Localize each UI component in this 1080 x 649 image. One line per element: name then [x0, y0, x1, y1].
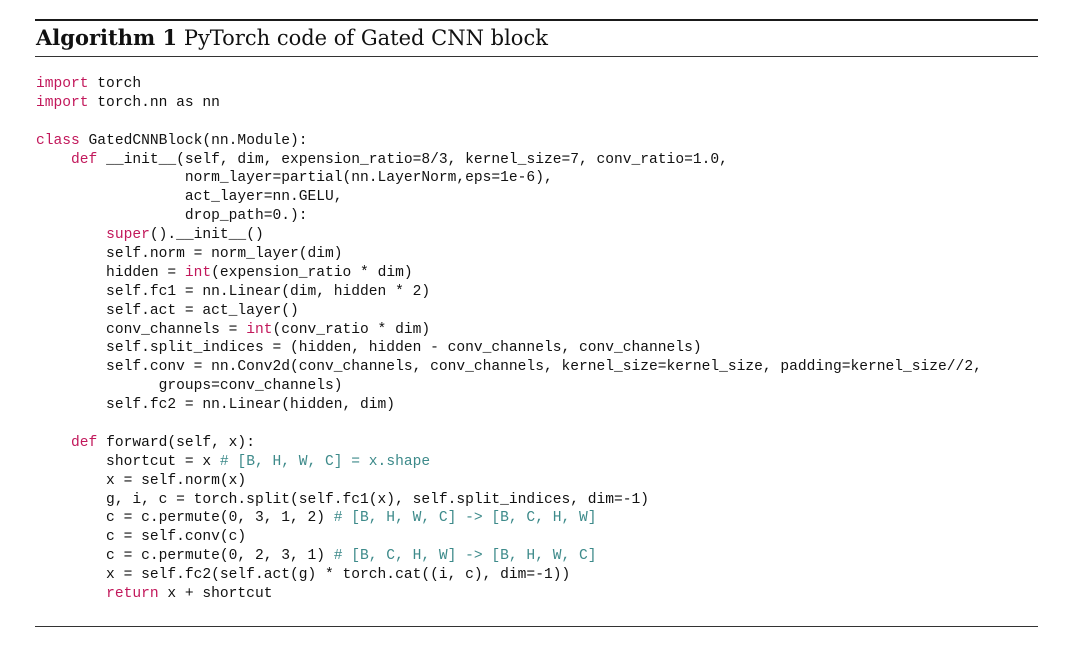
code-token-plain: g, i, c = torch.split(self.fc1(x), self.…: [36, 491, 650, 508]
code-token-plain: [36, 435, 71, 451]
code-line: g, i, c = torch.split(self.fc1(x), self.…: [36, 491, 982, 510]
algorithm-heading: Algorithm 1 PyTorch code of Gated CNN bl…: [36, 24, 548, 52]
code-line: self.conv = nn.Conv2d(conv_channels, con…: [36, 358, 982, 377]
code-token-plain: x = self.fc2(self.act(g) * torch.cat((i,…: [36, 567, 571, 584]
code-line: self.act = act_layer(): [36, 302, 982, 321]
code-token-builtin: super: [106, 227, 150, 244]
code-line: c = self.conv(c): [36, 528, 982, 547]
code-line: return x + shortcut: [36, 585, 982, 604]
code-line: norm_layer=partial(nn.LayerNorm,eps=1e-6…: [36, 169, 982, 188]
code-token-keyword: import: [36, 94, 89, 111]
code-token-plain: torch.nn as nn: [88, 94, 220, 111]
code-token-plain: [36, 227, 106, 243]
code-token-plain: conv_channels =: [36, 321, 247, 338]
code-line: c = c.permute(0, 2, 3, 1) # [B, C, H, W]…: [36, 547, 982, 566]
code-line: super().__init__(): [36, 226, 982, 245]
code-line: def __init__(self, dim, expension_ratio=…: [36, 151, 982, 170]
code-token-plain: self.split_indices = (hidden, hidden - c…: [36, 340, 702, 357]
code-line: import torch: [36, 75, 982, 94]
code-token-plain: __init__(self, dim, expension_ratio=8/3,…: [97, 151, 728, 168]
code-token-plain: GatedCNNBlock(nn.Module):: [79, 132, 308, 149]
code-token-plain: groups=conv_channels): [36, 378, 343, 395]
code-token-keyword: return: [106, 586, 159, 603]
code-line: conv_channels = int(conv_ratio * dim): [36, 321, 982, 340]
code-token-plain: torch: [88, 76, 142, 92]
code-token-comment: # [B, H, W, C] -> [B, C, H, W]: [333, 510, 597, 527]
code-line: x = self.fc2(self.act(g) * torch.cat((i,…: [36, 566, 982, 585]
code-token-comment: # [B, C, H, W] -> [B, H, W, C]: [333, 548, 597, 565]
code-line: [36, 113, 982, 132]
code-line: self.fc1 = nn.Linear(dim, hidden * 2): [36, 283, 982, 302]
code-line: [36, 415, 982, 434]
code-line: shortcut = x # [B, H, W, C] = x.shape: [36, 453, 982, 472]
code-line: groups=conv_channels): [36, 377, 982, 396]
code-line: hidden = int(expension_ratio * dim): [36, 264, 982, 283]
code-token-builtin: int: [246, 321, 273, 338]
code-token-plain: c = self.conv(c): [36, 529, 247, 546]
code-token-plain: self.conv = nn.Conv2d(conv_channels, con…: [36, 359, 982, 376]
algorithm-bottom-rule: [35, 626, 1038, 627]
code-token-builtin: int: [184, 264, 212, 281]
code-token-plain: c = c.permute(0, 2, 3, 1): [36, 548, 334, 565]
code-token-plain: ().__init__(): [149, 227, 264, 244]
code-token-plain: x = self.norm(x): [36, 472, 247, 489]
code-token-plain: act_layer=nn.GELU,: [36, 189, 343, 206]
code-token-plain: forward(self, x):: [97, 434, 255, 451]
code-line: self.split_indices = (hidden, hidden - c…: [36, 339, 982, 358]
code-line: def forward(self, x):: [36, 434, 982, 453]
code-token-plain: self.norm = norm_layer(dim): [36, 246, 343, 263]
code-token-plain: [36, 152, 71, 168]
code-line: drop_path=0.):: [36, 207, 982, 226]
code-line: x = self.norm(x): [36, 472, 982, 491]
code-token-plain: hidden =: [36, 264, 185, 281]
code-token-plain: (expension_ratio * dim): [211, 264, 413, 281]
code-token-plain: self.act = act_layer(): [36, 302, 299, 319]
code-token-plain: shortcut = x: [36, 453, 220, 470]
code-line: act_layer=nn.GELU,: [36, 188, 982, 207]
code-line: class GatedCNNBlock(nn.Module):: [36, 132, 982, 151]
code-token-plain: norm_layer=partial(nn.LayerNorm,eps=1e-6…: [36, 170, 553, 187]
code-token-plain: c = c.permute(0, 3, 1, 2): [36, 510, 334, 527]
code-line: self.norm = norm_layer(dim): [36, 245, 982, 264]
code-token-plain: x + shortcut: [158, 586, 273, 603]
code-token-plain: self.fc1 = nn.Linear(dim, hidden * 2): [36, 283, 431, 300]
algorithm-top-rule: [35, 19, 1038, 21]
code-token-keyword: import: [36, 76, 89, 92]
code-line: self.fc2 = nn.Linear(hidden, dim): [36, 396, 982, 415]
code-line: c = c.permute(0, 3, 1, 2) # [B, H, W, C]…: [36, 509, 982, 528]
code-token-comment: # [B, H, W, C] = x.shape: [219, 453, 431, 470]
code-token-plain: drop_path=0.):: [36, 208, 308, 225]
code-token-keyword: class: [36, 132, 80, 149]
code-token-keyword: def: [71, 434, 98, 451]
algorithm-header-rule: [35, 56, 1038, 57]
code-token-plain: self.fc2 = nn.Linear(hidden, dim): [36, 397, 396, 414]
algorithm-caption: PyTorch code of Gated CNN block: [183, 26, 548, 50]
code-token-plain: [36, 586, 106, 602]
code-line: import torch.nn as nn: [36, 94, 982, 113]
code-token-plain: (conv_ratio * dim): [272, 321, 431, 338]
code-token-keyword: def: [71, 151, 98, 168]
algorithm-label: Algorithm 1: [36, 25, 178, 50]
